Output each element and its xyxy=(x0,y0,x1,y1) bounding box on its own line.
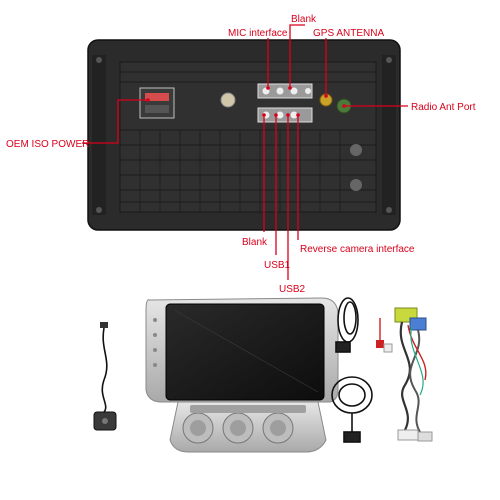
cable-accessories xyxy=(331,297,373,443)
callout-dots xyxy=(146,86,346,117)
label-radio: Radio Ant Port xyxy=(411,102,476,113)
label-gps: GPS ANTENNA xyxy=(313,28,384,39)
callout-lines xyxy=(82,24,408,280)
gps-antenna-accessory xyxy=(93,322,117,431)
label-usb2: USB2 xyxy=(279,284,306,295)
back-panel xyxy=(87,39,401,231)
label-reverse: Reverse camera interface xyxy=(300,244,415,255)
label-blank-top: Blank xyxy=(291,14,317,25)
label-mic: MIC interface xyxy=(228,28,288,39)
connector-block xyxy=(257,83,313,123)
head-unit-front xyxy=(145,297,339,453)
label-blank-bottom: Blank xyxy=(242,237,268,248)
label-usb1: USB1 xyxy=(264,260,291,271)
iso-power-connector xyxy=(139,87,175,119)
label-oem: OEM ISO POWER xyxy=(6,139,89,150)
wiring-harness xyxy=(376,307,433,442)
